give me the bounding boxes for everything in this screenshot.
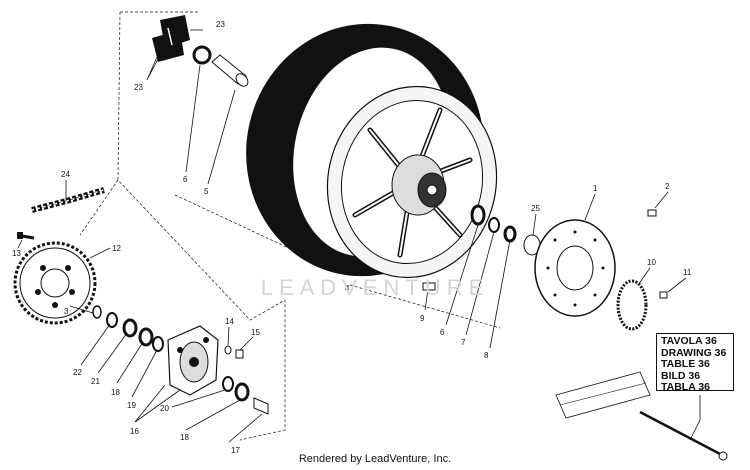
part-12-sprocket	[13, 241, 97, 325]
part-9-valve	[422, 282, 436, 291]
callout-13: 13	[12, 249, 21, 258]
part-24-chain	[31, 187, 105, 213]
title-line-4: BILD 36	[661, 369, 701, 382]
callout-8: 8	[484, 351, 489, 360]
part-2-screw	[647, 209, 657, 217]
callout-14: 14	[225, 317, 234, 326]
watermark: LEADVENTURE	[260, 275, 490, 300]
callout-3: 3	[64, 307, 69, 316]
callout-16: 16	[130, 427, 139, 436]
callout-6-right: 6	[440, 328, 445, 337]
part-10-phonic-wheel	[616, 279, 648, 331]
swingarm-and-axle	[555, 371, 728, 461]
assembly-envelope	[79, 11, 286, 441]
callout-10: 10	[647, 258, 656, 267]
callout-18-right: 18	[180, 433, 189, 442]
callout-7: 7	[461, 338, 466, 347]
part-19-sprocket-carrier	[167, 325, 219, 396]
callout-24: 24	[61, 170, 70, 179]
callout-labels: 23 23 6 5 24 13 12 3 22 21 18 19 16 14 1…	[12, 20, 692, 455]
callout-12: 12	[112, 244, 121, 253]
title-line-5: TABLA 36	[661, 381, 711, 393]
callout-15: 15	[251, 328, 260, 337]
part-1-brake-disc	[534, 219, 616, 317]
part-6-bearing-left	[192, 45, 212, 65]
leader-lines	[17, 29, 701, 443]
callout-23-top: 23	[216, 20, 225, 29]
callout-1: 1	[593, 184, 598, 193]
callout-25: 25	[531, 204, 540, 213]
drawing-title-box: TAVOLA 36 DRAWING 36 TABLE 36 BILD 36 TA…	[656, 333, 734, 393]
callout-19: 19	[127, 401, 136, 410]
hub-spacers-right	[222, 376, 269, 415]
callout-4: 4	[345, 284, 350, 293]
title-line-3: TABLE 36	[661, 358, 710, 370]
callout-5: 5	[204, 187, 209, 196]
callout-17: 17	[231, 446, 240, 455]
part-23-cush-drive-rubbers	[152, 15, 190, 62]
part-13-bolt	[17, 232, 35, 240]
callout-21: 21	[91, 377, 100, 386]
hub-spacers-left	[92, 305, 164, 352]
callout-20: 20	[160, 404, 169, 413]
title-line-1: TAVOLA 36	[661, 335, 717, 347]
callout-22: 22	[73, 368, 82, 377]
callout-18-left: 18	[111, 388, 120, 397]
part-14-15-washer-nut	[224, 345, 244, 359]
hub-bearings-right	[470, 204, 517, 243]
callout-23-left: 23	[134, 83, 143, 92]
title-line-2: DRAWING 36	[661, 346, 727, 359]
callout-9: 9	[420, 314, 425, 323]
rear-wheel	[246, 23, 498, 279]
part-11-screw	[659, 291, 668, 299]
callout-11: 11	[683, 268, 692, 277]
callout-2: 2	[665, 182, 670, 191]
callout-6-left: 6	[183, 175, 188, 184]
footer-credit: Rendered by LeadVenture, Inc.	[298, 453, 452, 465]
part-5-spacer	[211, 54, 249, 87]
